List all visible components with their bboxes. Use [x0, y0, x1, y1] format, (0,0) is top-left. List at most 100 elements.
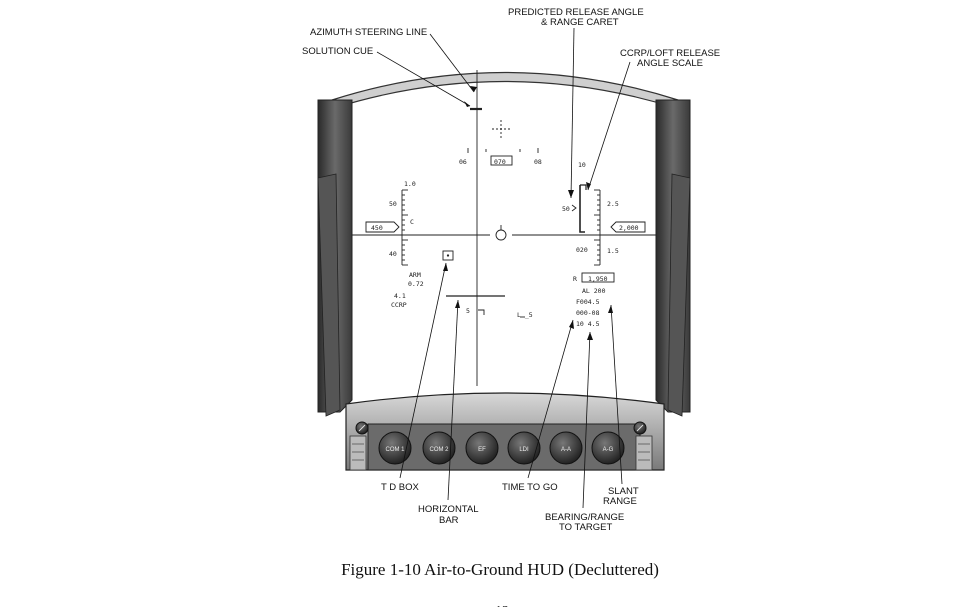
g-load-value: 4.1 — [394, 292, 406, 300]
arrowhead — [455, 300, 460, 308]
heading-right: 08 — [534, 158, 542, 166]
left-frame-wing — [317, 173, 341, 417]
hud-frame: COM 1 COM 2 EF LDI A-A A-G — [317, 71, 691, 471]
heading-center: 070 — [494, 158, 506, 166]
leader-predicted-release — [570, 27, 575, 199]
label-ccrp-loft-1: CCRP/LOFT RELEASE — [620, 48, 720, 59]
leader-bearing-range — [582, 331, 591, 509]
callout-labels: AZIMUTH STEERING LINE SOLUTION CUE PREDI… — [302, 7, 720, 533]
combiner-top-arc — [331, 71, 679, 109]
label-slant-range-2: RANGE — [603, 496, 637, 507]
label-solution-cue: SOLUTION CUE — [302, 46, 373, 57]
heading-left: 06 — [459, 158, 467, 166]
hud-readouts: 06 070 08 1.0 50 40 450 C ARM 0.72 4.1 C… — [371, 158, 639, 328]
ccrp-loft-release-angle-scale — [579, 185, 585, 233]
release-scale-top — [580, 184, 587, 190]
ttg-readout: 10 4.5 — [576, 320, 600, 328]
leader-slant-range — [610, 304, 623, 485]
hud-button[interactable] — [507, 431, 541, 465]
td-box — [442, 250, 454, 261]
five-left-label: 5 — [466, 307, 470, 315]
arrowhead — [587, 332, 593, 340]
hud-button[interactable] — [591, 431, 625, 465]
hud-symbology — [352, 70, 656, 386]
speed-scale-ticks — [402, 189, 408, 266]
label-bearing-range-1: BEARING/RANGE — [545, 512, 624, 523]
hud-button[interactable] — [378, 431, 412, 465]
hud-button-label: EF — [478, 447, 486, 453]
hud-button[interactable] — [422, 431, 456, 465]
hud-button-label: COM 2 — [429, 447, 449, 453]
td-box-dot — [446, 254, 450, 257]
left-knob-slot — [358, 424, 366, 432]
arrowhead — [464, 101, 470, 107]
hud-button-label: LDI — [519, 447, 529, 453]
bar-bracket — [478, 309, 485, 315]
right-frame-wing — [667, 173, 691, 417]
slant-range-value: 1,950 — [588, 275, 608, 283]
altitude-2-5: 2.5 — [607, 200, 619, 208]
mode-label: CCRP — [391, 301, 407, 309]
range-r-label: R — [573, 275, 577, 283]
leader-ccrp-loft — [587, 61, 631, 191]
speed-box — [365, 221, 400, 233]
arrowhead — [569, 320, 574, 329]
label-time-to-go: TIME TO GO — [502, 482, 558, 493]
leader-solution-cue — [376, 51, 471, 107]
callout-arrowheads — [443, 86, 613, 340]
label-ccrp-loft-2: ANGLE SCALE — [637, 58, 703, 69]
bearing-readout: 000-08 — [576, 309, 600, 317]
speed-scale-40: 40 — [389, 250, 397, 258]
leader-td-box — [399, 262, 447, 479]
hud-button[interactable] — [549, 431, 583, 465]
mach-value: 0.72 — [408, 280, 424, 288]
hud-button[interactable] — [465, 431, 499, 465]
slant-range-box — [581, 272, 615, 283]
leader-azimuth-steering-line — [429, 33, 475, 93]
predicted-release-caret — [571, 204, 577, 212]
l5-label: L _5 — [517, 311, 533, 319]
arrowhead — [470, 86, 477, 92]
altitude-top-label: 10 — [578, 161, 586, 169]
speed-c-marker: C — [410, 218, 414, 226]
release-angle-020: 020 — [576, 246, 588, 254]
page-number: 12 — [495, 604, 509, 607]
f004-readout: F004.5 — [576, 298, 600, 306]
arrowhead — [443, 263, 448, 271]
velocity-vector — [495, 229, 507, 241]
leader-time-to-go — [527, 319, 574, 479]
label-horizontal-bar-1: HORIZONTAL — [418, 504, 479, 515]
right-mount-bracket — [635, 435, 653, 471]
label-bearing-range-2: TO TARGET — [559, 522, 613, 533]
hud-button-label: COM 1 — [385, 447, 405, 453]
altitude-1-5: 1.5 — [607, 247, 619, 255]
label-td-box: T D BOX — [381, 482, 419, 493]
label-azimuth-steering-line: AZIMUTH STEERING LINE — [310, 27, 427, 38]
label-predicted-release-1: PREDICTED RELEASE ANGLE — [508, 7, 644, 18]
label-horizontal-bar-2: BAR — [439, 515, 459, 526]
left-mount-bracket — [349, 435, 367, 471]
al-readout: AL 200 — [582, 287, 606, 295]
hud-button-label: A-G — [603, 447, 614, 453]
release-angle-50: 50 — [562, 205, 570, 213]
speed-scale-top: 1.0 — [404, 180, 416, 188]
speed-box-value: 450 — [371, 224, 383, 232]
arrowhead — [608, 305, 613, 313]
leader-horizontal-bar — [447, 299, 459, 501]
hud-button-label: A-A — [561, 447, 571, 453]
right-knob-slot — [636, 424, 644, 432]
altitude-box — [610, 221, 646, 233]
figure-caption: Figure 1-10 Air-to-Ground HUD (Declutter… — [341, 560, 659, 579]
speed-scale-50: 50 — [389, 200, 397, 208]
arrowhead — [568, 190, 574, 198]
callout-leaders — [376, 27, 631, 509]
altitude-scale-ticks — [594, 189, 600, 266]
arm-label: ARM — [409, 271, 421, 279]
label-slant-range-1: SLANT — [608, 486, 639, 497]
arrowhead — [586, 182, 591, 190]
hud-buttons: COM 1 COM 2 EF LDI A-A A-G — [378, 431, 625, 465]
altitude-box-value: 2,000 — [619, 224, 639, 232]
label-predicted-release-2: & RANGE CARET — [541, 17, 619, 28]
heading-box — [490, 155, 513, 166]
